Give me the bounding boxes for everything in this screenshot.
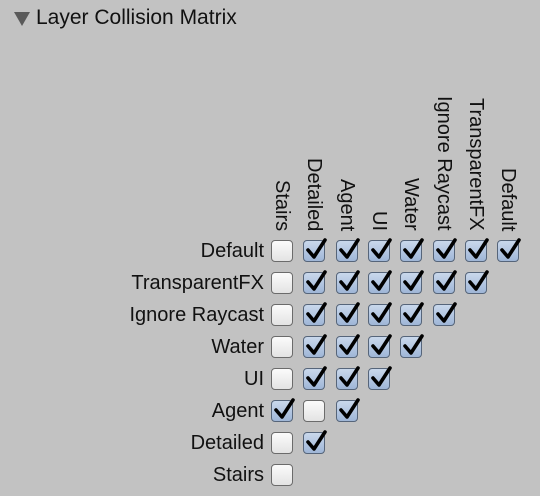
column-label-default: Default — [497, 168, 520, 232]
check-icon — [274, 398, 295, 419]
check-icon — [339, 366, 360, 387]
collision-toggle-transparentfx-detailed[interactable] — [303, 270, 327, 294]
collision-toggle-default-transparentfx[interactable] — [465, 238, 489, 262]
collision-toggle-water-agent[interactable] — [336, 334, 360, 358]
check-icon — [436, 302, 457, 323]
check-icon — [371, 366, 392, 387]
row-label-transparentfx: TransparentFX — [131, 272, 264, 294]
collision-toggle-transparentfx-stairs[interactable] — [271, 272, 293, 294]
collision-toggle-default-ignore-raycast[interactable] — [433, 238, 457, 262]
check-icon — [339, 334, 360, 355]
check-icon — [306, 430, 327, 451]
row-label-stairs: Stairs — [212, 464, 264, 486]
check-icon — [371, 270, 392, 291]
collision-toggle-transparentfx-transparentfx[interactable] — [465, 270, 489, 294]
collision-toggle-ignore-raycast-detailed[interactable] — [303, 302, 327, 326]
check-icon — [371, 238, 392, 259]
check-icon — [306, 238, 327, 259]
row-label-detailed: Detailed — [190, 432, 264, 454]
collision-toggle-detailed-detailed[interactable] — [303, 430, 327, 454]
check-icon — [403, 334, 424, 355]
collision-toggle-ui-stairs[interactable] — [271, 368, 293, 390]
collision-toggle-agent-agent[interactable] — [336, 398, 360, 422]
collision-toggle-water-detailed[interactable] — [303, 334, 327, 358]
check-icon — [500, 238, 521, 259]
check-icon — [468, 270, 489, 291]
check-icon — [403, 302, 424, 323]
collision-toggle-ignore-raycast-water[interactable] — [400, 302, 424, 326]
column-label-transparentfx: TransparentFX — [464, 98, 487, 231]
collision-toggle-transparentfx-water[interactable] — [400, 270, 424, 294]
collision-toggle-water-stairs[interactable] — [271, 336, 293, 358]
column-label-stairs: Stairs — [271, 180, 293, 232]
collision-toggle-transparentfx-ui[interactable] — [368, 270, 392, 294]
row-label-ui: UI — [244, 368, 264, 390]
check-icon — [306, 302, 327, 323]
row-label-ignore-raycast: Ignore Raycast — [129, 304, 264, 326]
row-label-default: Default — [200, 240, 264, 262]
collision-toggle-ignore-raycast-stairs[interactable] — [271, 304, 293, 326]
collision-toggle-stairs-stairs[interactable] — [271, 464, 293, 486]
section-title: Layer Collision Matrix — [36, 6, 237, 29]
collision-toggle-default-stairs[interactable] — [271, 240, 293, 262]
collision-toggle-transparentfx-agent[interactable] — [336, 270, 360, 294]
check-icon — [306, 334, 327, 355]
collision-toggle-detailed-stairs[interactable] — [271, 432, 293, 454]
column-label-agent: Agent — [335, 179, 358, 232]
check-icon — [339, 238, 360, 259]
check-icon — [403, 238, 424, 259]
row-label-agent: Agent — [211, 400, 264, 422]
check-icon — [468, 238, 489, 259]
collision-toggle-agent-detailed[interactable] — [303, 400, 325, 422]
layer-collision-matrix-foldout[interactable]: Layer Collision Matrix — [12, 6, 237, 30]
collision-toggle-default-agent[interactable] — [336, 238, 360, 262]
collision-toggle-ui-agent[interactable] — [336, 366, 360, 390]
check-icon — [371, 334, 392, 355]
collision-toggle-ui-ui[interactable] — [368, 366, 392, 390]
collision-toggle-water-water[interactable] — [400, 334, 424, 358]
check-icon — [339, 270, 360, 291]
check-icon — [339, 302, 360, 323]
check-icon — [436, 238, 457, 259]
check-icon — [339, 398, 360, 419]
triangle-down-icon — [14, 12, 30, 26]
collision-toggle-default-water[interactable] — [400, 238, 424, 262]
check-icon — [371, 302, 392, 323]
check-icon — [306, 366, 327, 387]
collision-toggle-agent-stairs[interactable] — [271, 398, 295, 422]
collision-toggle-default-ui[interactable] — [368, 238, 392, 262]
collision-toggle-transparentfx-ignore-raycast[interactable] — [433, 270, 457, 294]
collision-toggle-ignore-raycast-ui[interactable] — [368, 302, 392, 326]
check-icon — [403, 270, 424, 291]
collision-toggle-default-detailed[interactable] — [303, 238, 327, 262]
check-icon — [436, 270, 457, 291]
column-label-water: Water — [400, 178, 423, 231]
collision-toggle-ignore-raycast-ignore-raycast[interactable] — [433, 302, 457, 326]
check-icon — [306, 270, 327, 291]
column-label-detailed: Detailed — [303, 158, 326, 232]
collision-toggle-ignore-raycast-agent[interactable] — [336, 302, 360, 326]
collision-toggle-ui-detailed[interactable] — [303, 366, 327, 390]
column-label-ignore-raycast: Ignore Raycast — [432, 96, 455, 231]
row-label-water: Water — [211, 336, 264, 358]
collision-toggle-default-default[interactable] — [497, 238, 521, 262]
column-label-ui: UI — [367, 211, 390, 231]
collision-toggle-water-ui[interactable] — [368, 334, 392, 358]
